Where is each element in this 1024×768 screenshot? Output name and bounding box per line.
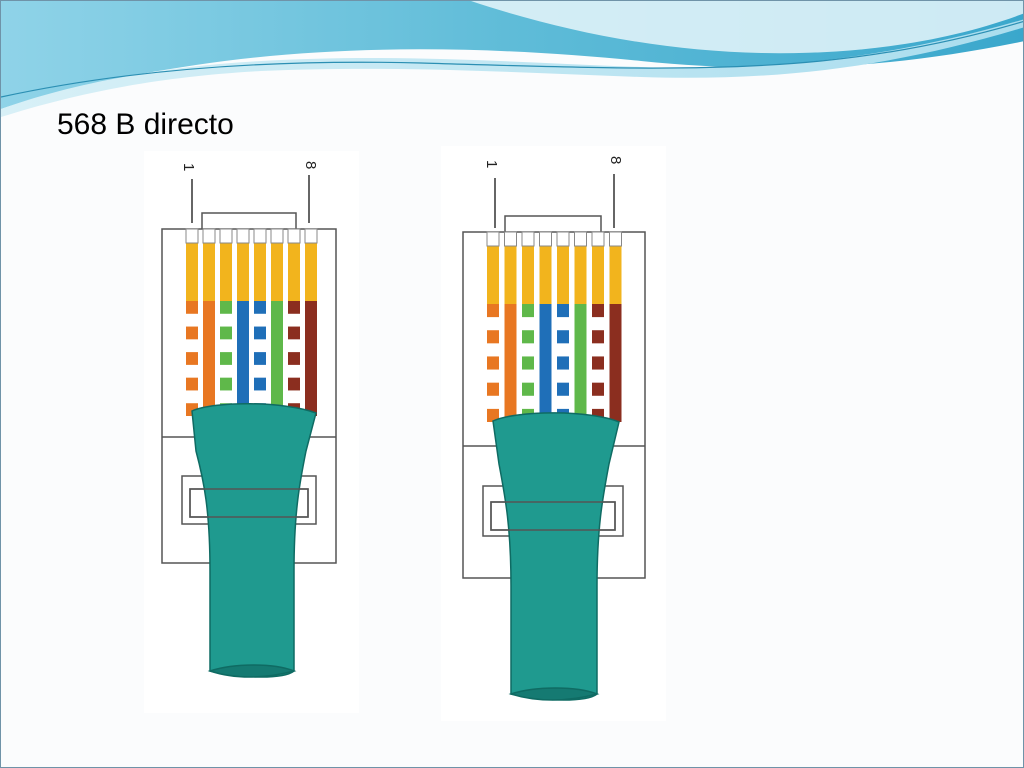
contact-tip-1 (185, 228, 199, 244)
contact-pin-4 (539, 246, 552, 304)
wire-stripe (487, 304, 499, 318)
wire-stripe (522, 382, 534, 396)
contact-tip-4 (539, 231, 552, 247)
wire-stripe (220, 301, 232, 314)
wire-group-left (185, 228, 318, 416)
contact-pin-8 (305, 243, 317, 301)
contact-tip-1 (486, 231, 500, 247)
wire-stripe (186, 326, 198, 340)
contact-pin-4 (237, 243, 249, 301)
wire-pin-8 (305, 301, 317, 416)
wire-stripe (254, 377, 266, 391)
contact-pin-6 (574, 246, 587, 304)
wire-stripe (557, 304, 569, 318)
header-wave-banner (1, 1, 1023, 117)
wire-stripe (592, 304, 604, 318)
pin-last-label: 8 (302, 161, 319, 169)
contact-pin-5 (557, 246, 569, 304)
contact-tip-7 (287, 228, 301, 244)
wire-stripe (254, 301, 266, 314)
contact-tip-6 (270, 228, 284, 244)
wire-stripe (522, 356, 534, 370)
rj45-connector-right: 1 8 (441, 146, 666, 721)
wire-stripe (288, 301, 300, 314)
wire-stripe (220, 326, 232, 340)
wire-pin-4 (237, 301, 249, 416)
wire-stripe (288, 326, 300, 340)
cable-jacket-right (492, 412, 620, 701)
rj45-diagram-left: 1 8 (144, 151, 359, 713)
pin-first-label: 1 (483, 160, 500, 168)
wire-stripe (186, 301, 198, 314)
contact-pin-6 (271, 243, 283, 301)
wire-stripe (522, 304, 534, 318)
wire-stripe (487, 330, 499, 344)
contact-tip-8 (304, 228, 318, 244)
contact-tip-2 (504, 231, 517, 247)
wire-stripe (186, 377, 198, 391)
wire-stripe (254, 326, 266, 340)
rj45-connector-left: 1 8 (144, 151, 359, 713)
wire-stripe (254, 352, 266, 365)
wire-pin-2 (203, 301, 215, 416)
rj45-diagram-right: 1 8 (441, 146, 666, 721)
wire-stripe (522, 330, 534, 344)
wire-pin-6 (271, 301, 283, 416)
pin-first-label: 1 (180, 163, 197, 171)
wire-stripe (592, 356, 604, 370)
contact-pin-2 (203, 243, 215, 301)
pin-last-label: 8 (607, 156, 624, 164)
wire-stripe (592, 382, 604, 396)
contact-tip-5 (556, 231, 570, 247)
wire-stripe (186, 352, 198, 365)
contact-pin-1 (186, 243, 198, 301)
contact-tip-2 (202, 228, 216, 244)
wire-stripe (487, 382, 499, 396)
wire-stripe (557, 330, 569, 344)
contact-pin-8 (609, 246, 622, 304)
wire-stripe (288, 352, 300, 365)
wire-stripe (557, 356, 569, 370)
wire-pin-8 (609, 304, 622, 422)
wire-stripe (487, 408, 499, 422)
wire-stripe (220, 377, 232, 391)
wire-stripe (220, 352, 232, 365)
contact-pin-1 (487, 246, 499, 304)
contact-tip-5 (253, 228, 267, 244)
contact-tip-3 (219, 228, 233, 244)
contact-tip-4 (236, 228, 250, 244)
contact-pin-3 (522, 246, 534, 304)
slide-title: 568 B directo (57, 108, 234, 141)
contact-pin-7 (592, 246, 604, 304)
contact-tip-6 (574, 231, 587, 247)
contact-pin-7 (288, 243, 300, 301)
wire-pin-4 (539, 304, 552, 422)
contact-tip-8 (609, 231, 622, 247)
wire-pin-6 (574, 304, 587, 422)
wire-pin-2 (504, 304, 517, 422)
wire-stripe (557, 382, 569, 396)
contact-tip-7 (591, 231, 605, 247)
wire-stripe (288, 377, 300, 391)
contact-pin-2 (504, 246, 517, 304)
wire-stripe (487, 356, 499, 370)
wire-stripe (592, 330, 604, 344)
contact-pin-5 (254, 243, 266, 301)
contact-tip-3 (521, 231, 535, 247)
contact-pin-3 (220, 243, 232, 301)
wire-group-right (486, 231, 622, 422)
